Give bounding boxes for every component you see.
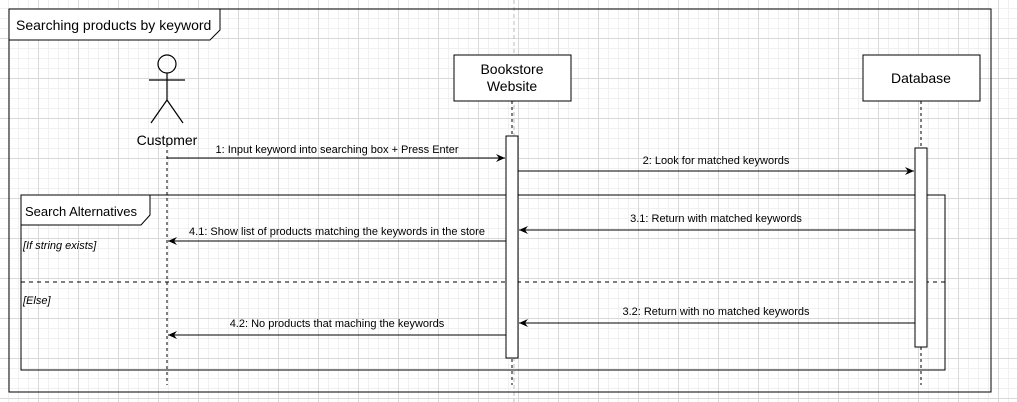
message-4-2-label: 4.2: No products that maching the keywor…: [230, 318, 445, 330]
message-4-1-label: 4.1: Show list of products matching the …: [189, 226, 485, 238]
fragment-label: Search Alternatives: [25, 204, 138, 219]
customer-actor-icon[interactable]: [149, 54, 185, 124]
guard-else: [Else]: [22, 295, 51, 307]
database-activation-bar: [914, 147, 928, 348]
customer-label: Customer: [137, 132, 198, 148]
website-label-line2: Website: [487, 78, 538, 94]
message-3-2-label: 3.2: Return with no matched keywords: [622, 306, 810, 318]
fragment-label-tab: [20, 194, 151, 226]
database-participant[interactable]: Database: [862, 54, 981, 102]
website-activation-bar: [505, 135, 519, 359]
website-participant[interactable]: Bookstore Website: [453, 54, 572, 102]
diagram-frame: Searching products by keyword: [8, 8, 992, 393]
message-1-label: 1: Input keyword into searching box + Pr…: [215, 144, 458, 156]
database-label: Database: [891, 70, 951, 86]
message-2-label: 2: Look for matched keywords: [643, 155, 790, 167]
website-label-line1: Bookstore: [480, 61, 543, 77]
message-3-1-label: 3.1: Return with matched keywords: [630, 213, 802, 225]
guard-if: [If string exists]: [22, 240, 97, 252]
alt-fragment: Search Alternatives [If string exists] […: [20, 194, 946, 371]
frame-title-tab: [8, 8, 221, 41]
frame-title: Searching products by keyword: [16, 17, 211, 33]
